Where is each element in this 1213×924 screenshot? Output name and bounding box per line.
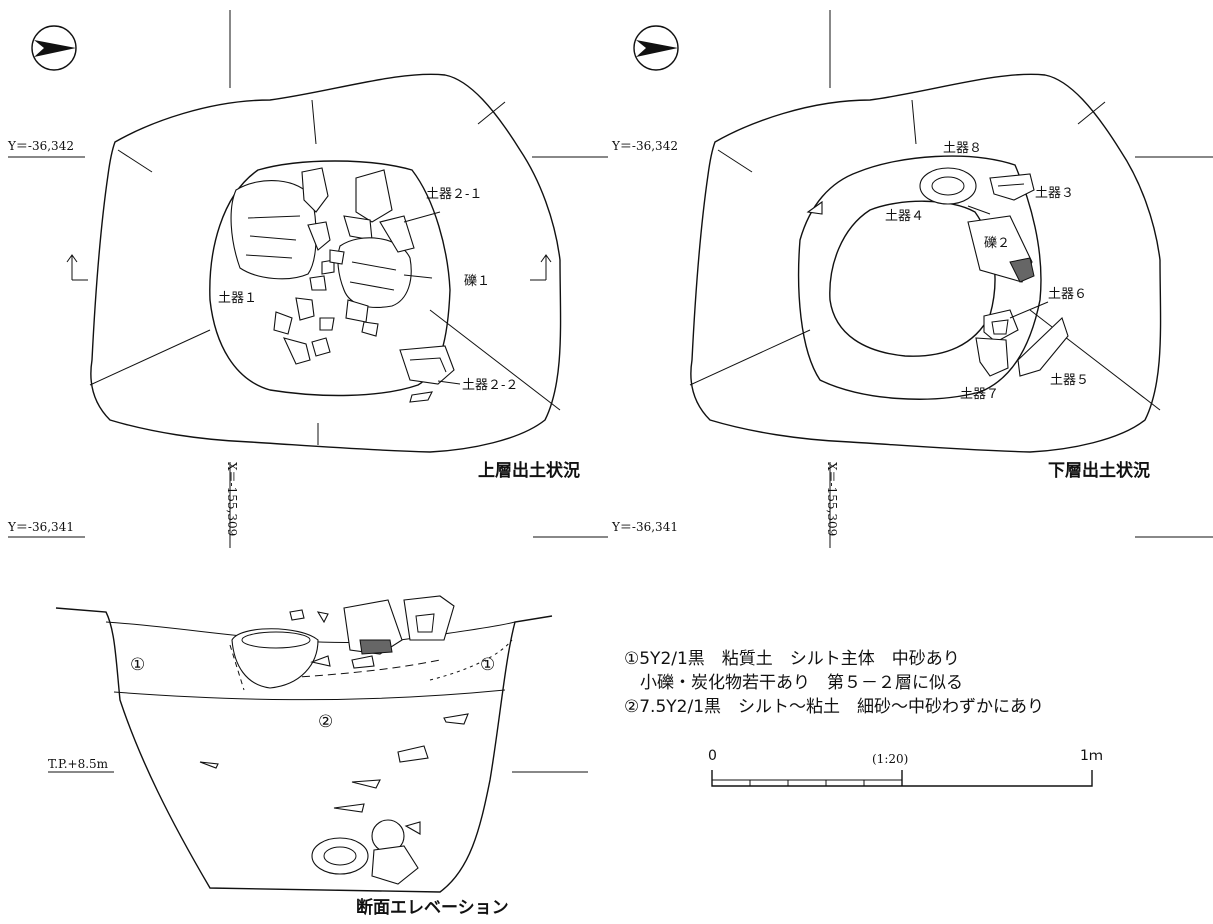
label-pottery-5: 土器５ xyxy=(1050,373,1089,388)
section-arrow-icon xyxy=(530,254,552,281)
label-pottery-8: 土器８ xyxy=(943,141,982,156)
pit-divider xyxy=(477,101,506,125)
inner-pit xyxy=(209,160,451,397)
label-pottery-4: 土器４ xyxy=(885,209,924,224)
pottery-fragment xyxy=(399,345,455,403)
scale-ratio: (1:20) xyxy=(872,752,908,766)
pit-outline xyxy=(90,73,562,453)
coord-x: X＝-155,309 xyxy=(825,462,839,536)
north-arrow-icon xyxy=(31,25,77,71)
layer-1-mark: ① xyxy=(130,655,145,675)
plan-lower-title: 下層出土状況 xyxy=(1048,460,1150,481)
leader-line xyxy=(403,274,433,279)
pottery-fragment xyxy=(806,167,1069,377)
coord-tp: T.P.+8.5m xyxy=(48,757,109,771)
section-arrow-icon xyxy=(66,254,88,281)
coord-x: X＝-155,309 xyxy=(225,462,239,536)
layer-2-mark: ② xyxy=(318,712,333,732)
leader-line xyxy=(967,205,991,215)
label-pottery-2-2: 土器２-２ xyxy=(462,378,518,393)
pit-divider xyxy=(1029,309,1161,411)
label-pottery-2-1: 土器２-１ xyxy=(426,187,482,202)
pit-divider xyxy=(117,149,153,173)
north-arrow-icon xyxy=(633,25,679,71)
coord-y-lower: Y＝-36,341 xyxy=(611,520,678,534)
plan-upper: 土器２-１ 礫１ 土器１ 土器２-２ 上層出土状況 Y＝-36,342 Y＝-3… xyxy=(7,10,608,548)
pit-divider xyxy=(911,99,917,145)
leader-line xyxy=(1009,301,1049,319)
scale-bar: 0 1ｍ (1:20) xyxy=(708,748,1103,787)
pit-outline xyxy=(690,73,1162,453)
pit-divider xyxy=(717,149,753,173)
layer-boundary xyxy=(429,639,513,681)
section-title: 断面エレベーション xyxy=(356,897,509,918)
layer-boundary xyxy=(249,659,441,681)
layer-boundary xyxy=(113,689,506,701)
legend-line-1: ①5Y2/1黒 粘質土 シルト主体 中砂あり xyxy=(624,649,960,669)
label-pottery-1: 土器１ xyxy=(218,291,257,306)
ring-pit-outer xyxy=(797,155,1042,400)
pottery-fragment xyxy=(230,167,335,365)
layer-boundary xyxy=(229,644,245,691)
soil-legend: ①5Y2/1黒 粘質土 シルト主体 中砂あり 小礫・炭化物若干あり 第５－２層に… xyxy=(624,649,1044,717)
leader-line xyxy=(403,211,441,223)
label-stone-2: 礫２ xyxy=(984,235,1010,251)
pottery-fragment xyxy=(199,595,469,885)
coord-y-upper: Y＝-36,342 xyxy=(7,139,74,153)
pit-divider xyxy=(429,309,561,411)
scale-one: 1ｍ xyxy=(1080,748,1103,764)
pit-divider xyxy=(311,99,317,145)
pit-divider xyxy=(689,329,811,386)
legend-line-2: 小礫・炭化物若干あり 第５－２層に似る xyxy=(640,673,963,693)
plan-upper-title: 上層出土状況 xyxy=(478,460,580,481)
section-outline xyxy=(55,607,553,893)
pit-divider xyxy=(89,329,211,386)
section-elevation: ① ① ② T.P.+8.5m 断面エレベ xyxy=(48,595,588,918)
label-stone-1: 礫１ xyxy=(464,273,490,289)
scale-zero: 0 xyxy=(708,748,717,764)
coord-y-lower: Y＝-36,341 xyxy=(7,520,74,534)
label-pottery-6: 土器６ xyxy=(1048,287,1087,302)
coord-y-upper: Y＝-36,342 xyxy=(611,139,678,153)
label-pottery-7: 土器７ xyxy=(960,387,999,402)
legend-line-3: ②7.5Y2/1黒 シルト～粘土 細砂～中砂わずかにあり xyxy=(624,697,1044,717)
layer-1-mark: ① xyxy=(480,655,495,675)
ring-pit-inner xyxy=(829,200,996,357)
plan-lower: 土器８ 土器３ 土器４ 礫２ 土器６ 土器５ 土器７ 下層出土状況 Y＝-36,… xyxy=(611,10,1213,548)
label-pottery-3: 土器３ xyxy=(1035,186,1074,201)
leader-line xyxy=(437,380,461,385)
stone-fragment xyxy=(329,169,415,337)
pit-divider xyxy=(1077,101,1106,125)
